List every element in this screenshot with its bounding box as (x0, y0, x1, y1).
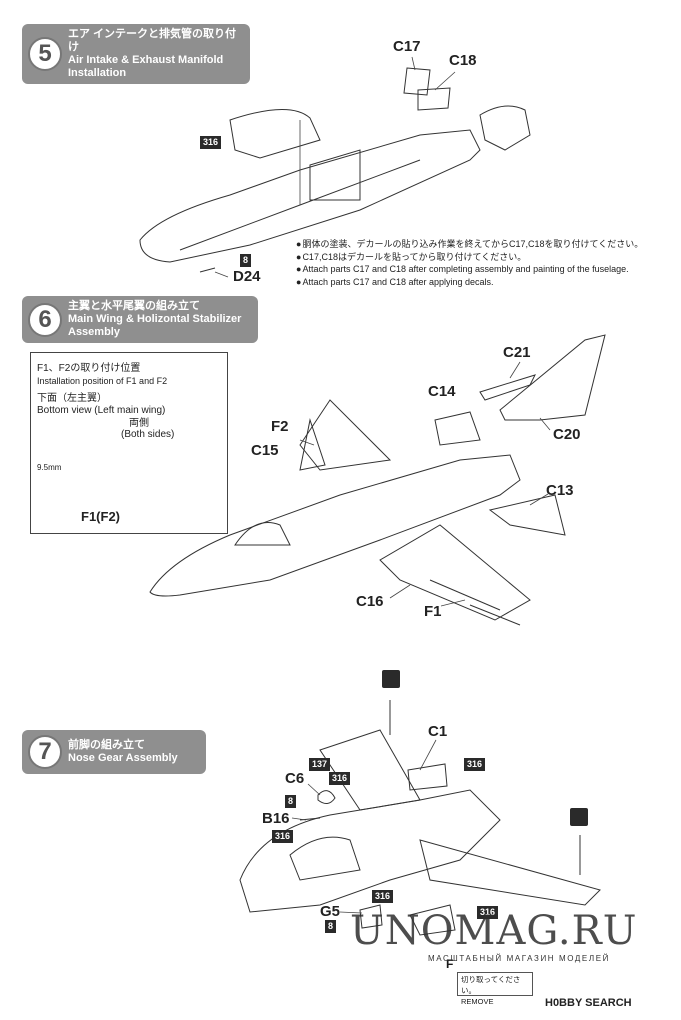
paint-chip-316: 316 (200, 136, 222, 149)
remove-en: REMOVE (461, 997, 494, 1006)
part-c21: C21 (503, 344, 531, 361)
drill-hole-icon (382, 670, 400, 688)
inset-part: F1(F2) (81, 509, 120, 524)
step-7-title-jp: 前脚の組み立て (68, 739, 145, 751)
part-c15: C15 (251, 442, 279, 459)
part-b16: B16 (262, 810, 290, 827)
remove-jp: 切り取ってください。 (461, 975, 521, 995)
paint-chip-8: 8 (240, 254, 252, 267)
part-c14: C14 (428, 383, 456, 400)
part-c18: C18 (449, 52, 477, 69)
step-5-banner: 5 エア インテークと排気管の取り付け Air Intake & Exhaust… (22, 24, 250, 84)
part-c13: C13 (546, 482, 574, 499)
paint-chip-8: 8 (325, 920, 337, 933)
step-6-banner: 6 主翼と水平尾翼の組み立て Main Wing & Holizontal St… (22, 296, 258, 343)
remove-note: F 切り取ってください。 REMOVE (446, 958, 533, 1006)
paint-chip-8: 8 (285, 795, 297, 808)
part-c6: C6 (285, 770, 305, 787)
inset-title-en: Installation position of F1 and F2 (37, 376, 168, 386)
paint-chip-137: 137 (309, 758, 331, 771)
note-jp-1: 胴体の塗装、デカールの貼り込み作業を終えてからC17,C18を取り付けてください… (296, 238, 643, 251)
paint-chip-316: 316 (464, 758, 486, 771)
part-c16: C16 (356, 593, 384, 610)
note-en-2: Attach parts C17 and C18 after applying … (296, 276, 643, 289)
watermark-subtitle: МАСШТАБНЫЙ МАГАЗИН МОДЕЛЕЙ (428, 954, 610, 963)
step-7-title-en: Nose Gear Assembly (68, 752, 178, 764)
inset-both-jp: 両側 (129, 418, 149, 429)
step-6-title-jp: 主翼と水平尾翼の組み立て (68, 300, 200, 312)
remove-prefix: F (446, 957, 454, 971)
step-5-title-jp: エア インテークと排気管の取り付け (68, 28, 237, 53)
step-7-number: 7 (28, 735, 62, 769)
paint-chip-316: 316 (372, 890, 394, 903)
part-c17: C17 (393, 38, 421, 55)
watermark-text: UNOMAG.RU (350, 908, 638, 954)
inset-both-en: (Both sides) (121, 429, 175, 440)
paint-chip-316: 316 (272, 830, 294, 843)
part-f2: F2 (271, 418, 289, 435)
step-7-banner: 7 前脚の組み立て Nose Gear Assembly (22, 730, 206, 774)
drill-hole-icon (570, 808, 588, 826)
paint-chip-316: 316 (329, 772, 351, 785)
brand-label: H0BBY SEARCH (545, 997, 632, 1009)
part-g5: G5 (320, 903, 341, 920)
part-d24: D24 (233, 268, 261, 285)
step-5-notes: 胴体の塗装、デカールの貼り込み作業を終えてからC17,C18を取り付けてください… (296, 238, 643, 288)
step-5-number: 5 (28, 37, 62, 71)
inset-view-jp: 下面（左主翼） (37, 393, 107, 404)
paint-chip-316: 316 (477, 906, 499, 919)
part-c20: C20 (553, 426, 581, 443)
inset-measure: 9.5mm (37, 463, 62, 472)
part-c1: C1 (428, 723, 448, 740)
step-6-number: 6 (28, 302, 62, 337)
step-6-title-en: Main Wing & Holizontal Stabilizer Assemb… (68, 313, 242, 338)
step-5-title-en: Air Intake & Exhaust Manifold Installati… (68, 54, 224, 79)
note-jp-2: C17,C18はデカールを貼ってから取り付けてください。 (296, 251, 643, 264)
inset-title-jp: F1、F2の取り付け位置 (37, 363, 141, 374)
note-en-1: Attach parts C17 and C18 after completin… (296, 263, 643, 276)
part-f1: F1 (424, 603, 442, 620)
inset-view-en: Bottom view (Left main wing) (37, 405, 166, 416)
installation-inset: F1、F2の取り付け位置 Installation position of F1… (30, 352, 228, 534)
